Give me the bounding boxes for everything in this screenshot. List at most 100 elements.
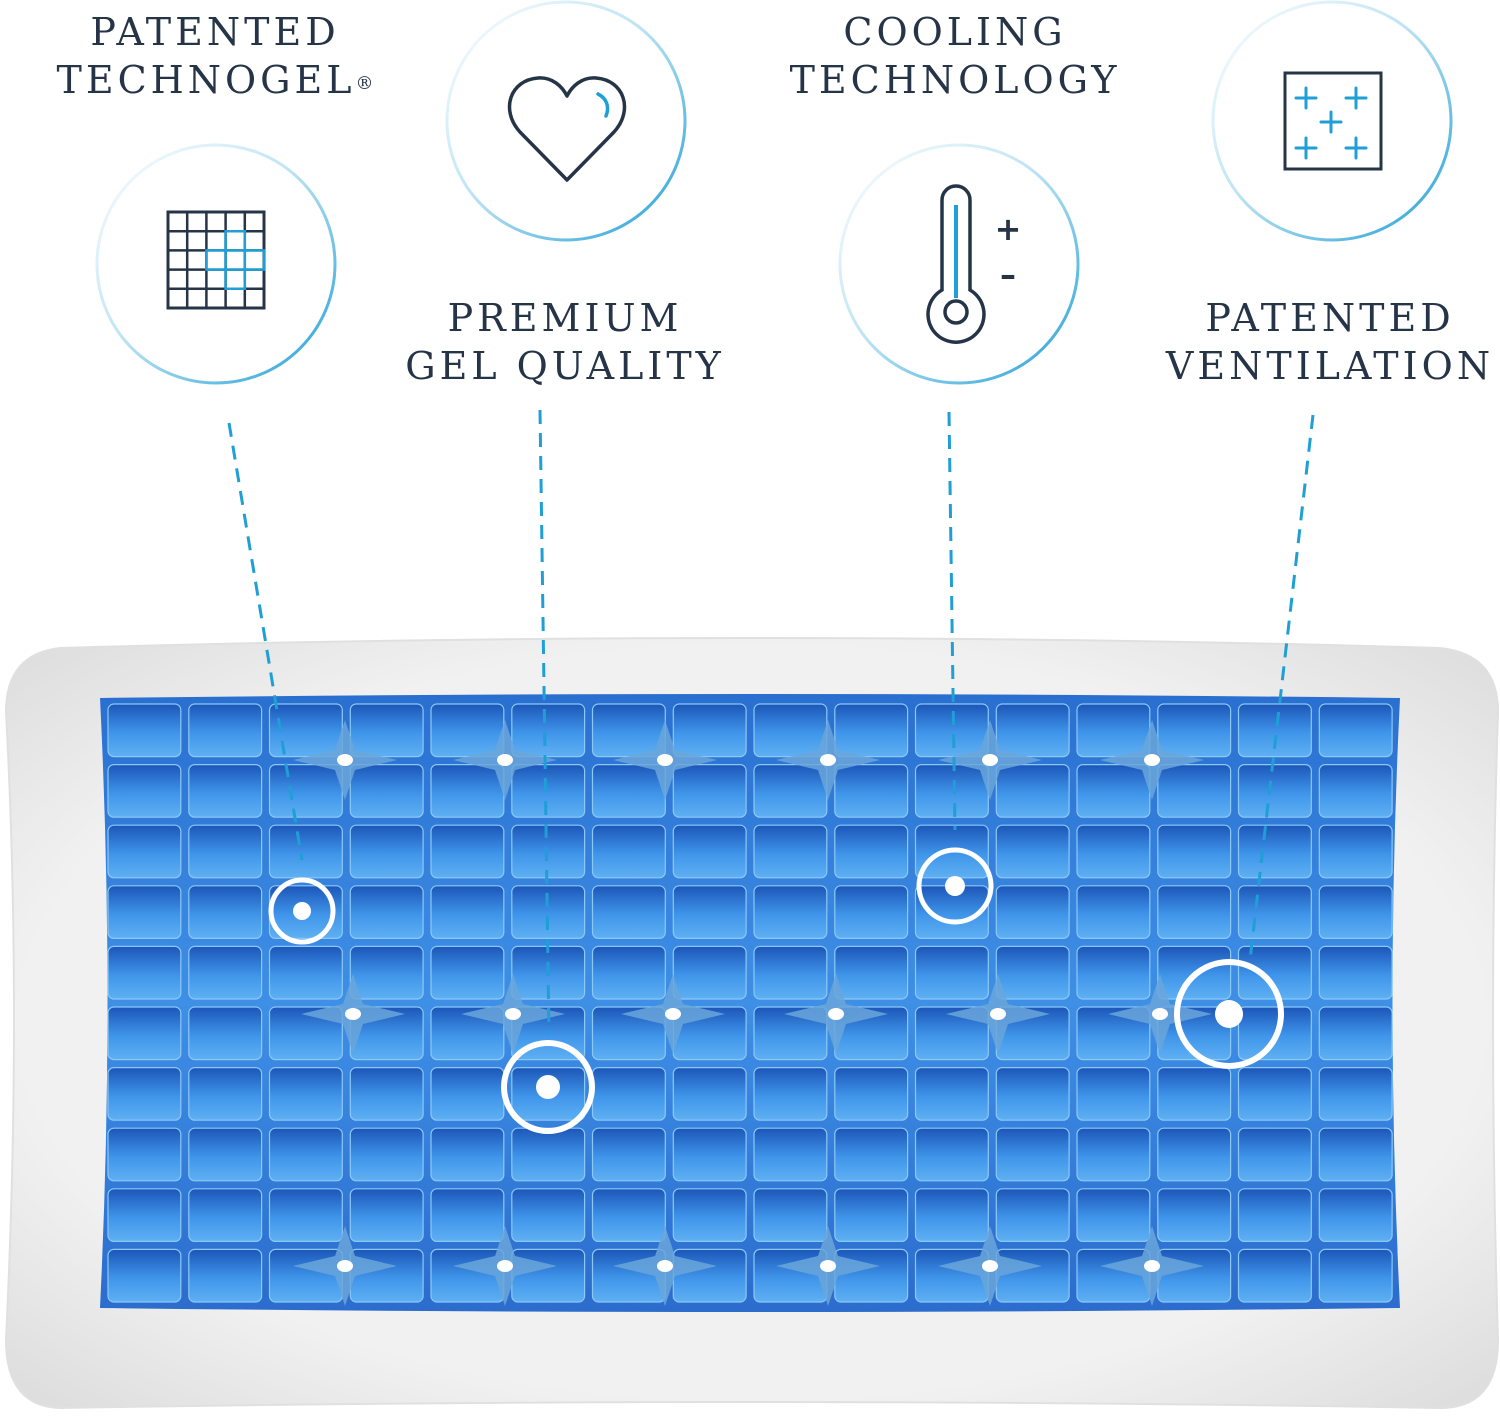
marker-technogel bbox=[268, 877, 336, 945]
vent-hole bbox=[657, 754, 673, 766]
gel-cell bbox=[1237, 1248, 1312, 1303]
gel-cell bbox=[1318, 1127, 1393, 1182]
gel-cell bbox=[995, 1127, 1070, 1182]
gel-cell bbox=[107, 945, 182, 1000]
vent-hole bbox=[820, 754, 836, 766]
gel-cell bbox=[188, 824, 263, 879]
gel-cell bbox=[914, 1066, 989, 1121]
gel-cell bbox=[511, 1188, 586, 1243]
gel-cell bbox=[1318, 763, 1393, 818]
feature-circle-cooling: + – bbox=[838, 143, 1080, 385]
gel-cell bbox=[753, 763, 828, 818]
gel-cell bbox=[1076, 763, 1151, 818]
gel-cell bbox=[1076, 1127, 1151, 1182]
gel-cell bbox=[268, 824, 343, 879]
gel-cell bbox=[349, 1066, 424, 1121]
gel-cell bbox=[1157, 824, 1232, 879]
vent-hole bbox=[665, 1008, 681, 1020]
gel-cells bbox=[107, 703, 1393, 1303]
gel-cell bbox=[511, 885, 586, 939]
gel-cell bbox=[1157, 1127, 1232, 1182]
gel-cell bbox=[1237, 1127, 1312, 1182]
gel-cell bbox=[753, 1188, 828, 1243]
gel-cell bbox=[834, 1127, 909, 1182]
gel-cell bbox=[268, 1127, 343, 1182]
gel-cell bbox=[349, 763, 424, 818]
gel-cell bbox=[1076, 1188, 1151, 1243]
gel-cell bbox=[107, 1188, 182, 1243]
heart-icon bbox=[507, 76, 627, 182]
gel-cell bbox=[834, 1248, 909, 1303]
label-gel-quality-line1: PREMIUM bbox=[447, 296, 683, 340]
gel-cell bbox=[188, 885, 263, 939]
gel-cell bbox=[349, 885, 424, 939]
gel-cell bbox=[591, 824, 666, 879]
gel-cell bbox=[1237, 885, 1312, 939]
gel-cell bbox=[430, 824, 505, 879]
gel-cell bbox=[995, 703, 1070, 758]
gel-cell bbox=[349, 703, 424, 758]
gel-cell bbox=[672, 1127, 747, 1182]
gel-cell bbox=[1157, 885, 1232, 939]
gel-cell bbox=[1318, 1248, 1393, 1303]
gel-cell bbox=[107, 1066, 182, 1121]
gel-cell bbox=[349, 1127, 424, 1182]
gel-cell bbox=[349, 1248, 424, 1303]
gel-cell bbox=[672, 1248, 747, 1303]
gel-cell bbox=[1157, 763, 1232, 818]
gel-cell bbox=[591, 1066, 666, 1121]
gel-cell bbox=[107, 703, 182, 758]
gel-cell bbox=[995, 945, 1070, 1000]
gel-cell bbox=[1318, 945, 1393, 1000]
gel-cell bbox=[995, 885, 1070, 939]
gel-cell bbox=[188, 1127, 263, 1182]
gel-cell bbox=[753, 1127, 828, 1182]
gel-cell bbox=[591, 1127, 666, 1182]
vent-hole bbox=[497, 754, 513, 766]
gel-cell bbox=[1157, 1188, 1232, 1243]
gel-cell bbox=[188, 1188, 263, 1243]
label-technogel-line1: PATENTED bbox=[90, 10, 340, 54]
gel-cell bbox=[430, 703, 505, 758]
gel-cell bbox=[268, 763, 343, 818]
marker-gel-quality bbox=[501, 1040, 595, 1134]
label-ventilation-line2: VENTILATION bbox=[1165, 344, 1495, 388]
label-gel-quality: PREMIUM GEL QUALITY bbox=[390, 294, 740, 390]
gel-cell bbox=[1318, 1066, 1393, 1121]
gel-cell bbox=[834, 1188, 909, 1243]
gel-panel bbox=[100, 694, 1400, 1312]
gel-cell bbox=[753, 1066, 828, 1121]
gel-cell bbox=[1076, 885, 1151, 939]
gel-cell bbox=[107, 824, 182, 879]
leader-line-cooling bbox=[947, 411, 957, 831]
gel-cell bbox=[995, 824, 1070, 879]
gel-cell bbox=[995, 1066, 1070, 1121]
gel-cell bbox=[995, 1188, 1070, 1243]
gel-cell bbox=[511, 1127, 586, 1182]
minus-sign: – bbox=[1000, 256, 1016, 294]
label-cooling-line1: COOLING bbox=[843, 10, 1067, 54]
gel-cell bbox=[672, 703, 747, 758]
gel-cell bbox=[188, 945, 263, 1000]
gel-cell bbox=[1318, 1188, 1393, 1243]
gel-cell bbox=[591, 885, 666, 939]
thermometer-icon bbox=[926, 184, 986, 344]
gel-cell bbox=[188, 1006, 263, 1061]
gel-cell bbox=[107, 885, 182, 939]
vent-hole bbox=[497, 1260, 513, 1272]
gel-cell bbox=[188, 1066, 263, 1121]
gel-cell bbox=[914, 1127, 989, 1182]
gel-cell bbox=[430, 1127, 505, 1182]
gel-cell bbox=[349, 945, 424, 1000]
gel-cell bbox=[511, 763, 586, 818]
marker-cooling bbox=[916, 847, 994, 925]
gel-cell bbox=[188, 1248, 263, 1303]
gel-cell bbox=[268, 1188, 343, 1243]
gel-cell bbox=[511, 824, 586, 879]
gel-cell bbox=[591, 763, 666, 818]
vent-hole bbox=[990, 1008, 1006, 1020]
label-cooling-line2: TECHNOLOGY bbox=[789, 58, 1121, 102]
vent-hole bbox=[820, 1260, 836, 1272]
gel-cell bbox=[834, 763, 909, 818]
plus-sign: + bbox=[995, 210, 1022, 248]
